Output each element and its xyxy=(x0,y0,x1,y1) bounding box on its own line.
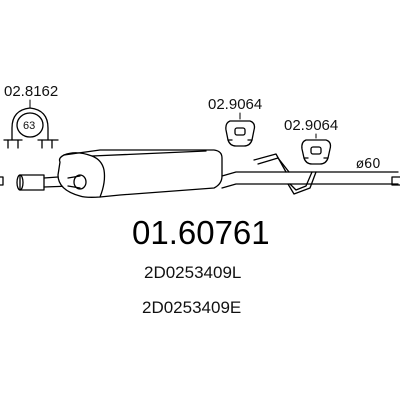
oe-number-1: 2D0253409L xyxy=(144,263,241,282)
left-end-marker xyxy=(0,176,4,186)
hanger-1-icon xyxy=(225,120,256,147)
hanger-1-part-number: 02.9064 xyxy=(208,96,262,113)
clamp-part-number: 02.8162 xyxy=(4,83,58,100)
oe-number-2: 2D0253409E xyxy=(142,298,241,317)
hanger-2-part-number: 02.9064 xyxy=(284,117,338,134)
clamp-icon xyxy=(3,107,59,149)
hanger-2-icon xyxy=(301,139,332,165)
pipe-diameter-label: ø60 xyxy=(356,157,381,172)
main-part-number: 01.60761 xyxy=(132,214,270,251)
tail-pipe xyxy=(221,171,399,189)
right-end-marker xyxy=(391,176,400,186)
clamp-size-label: 63 xyxy=(23,120,35,132)
pipe-hanger-bracket xyxy=(253,153,317,195)
muffler-body xyxy=(57,149,223,198)
